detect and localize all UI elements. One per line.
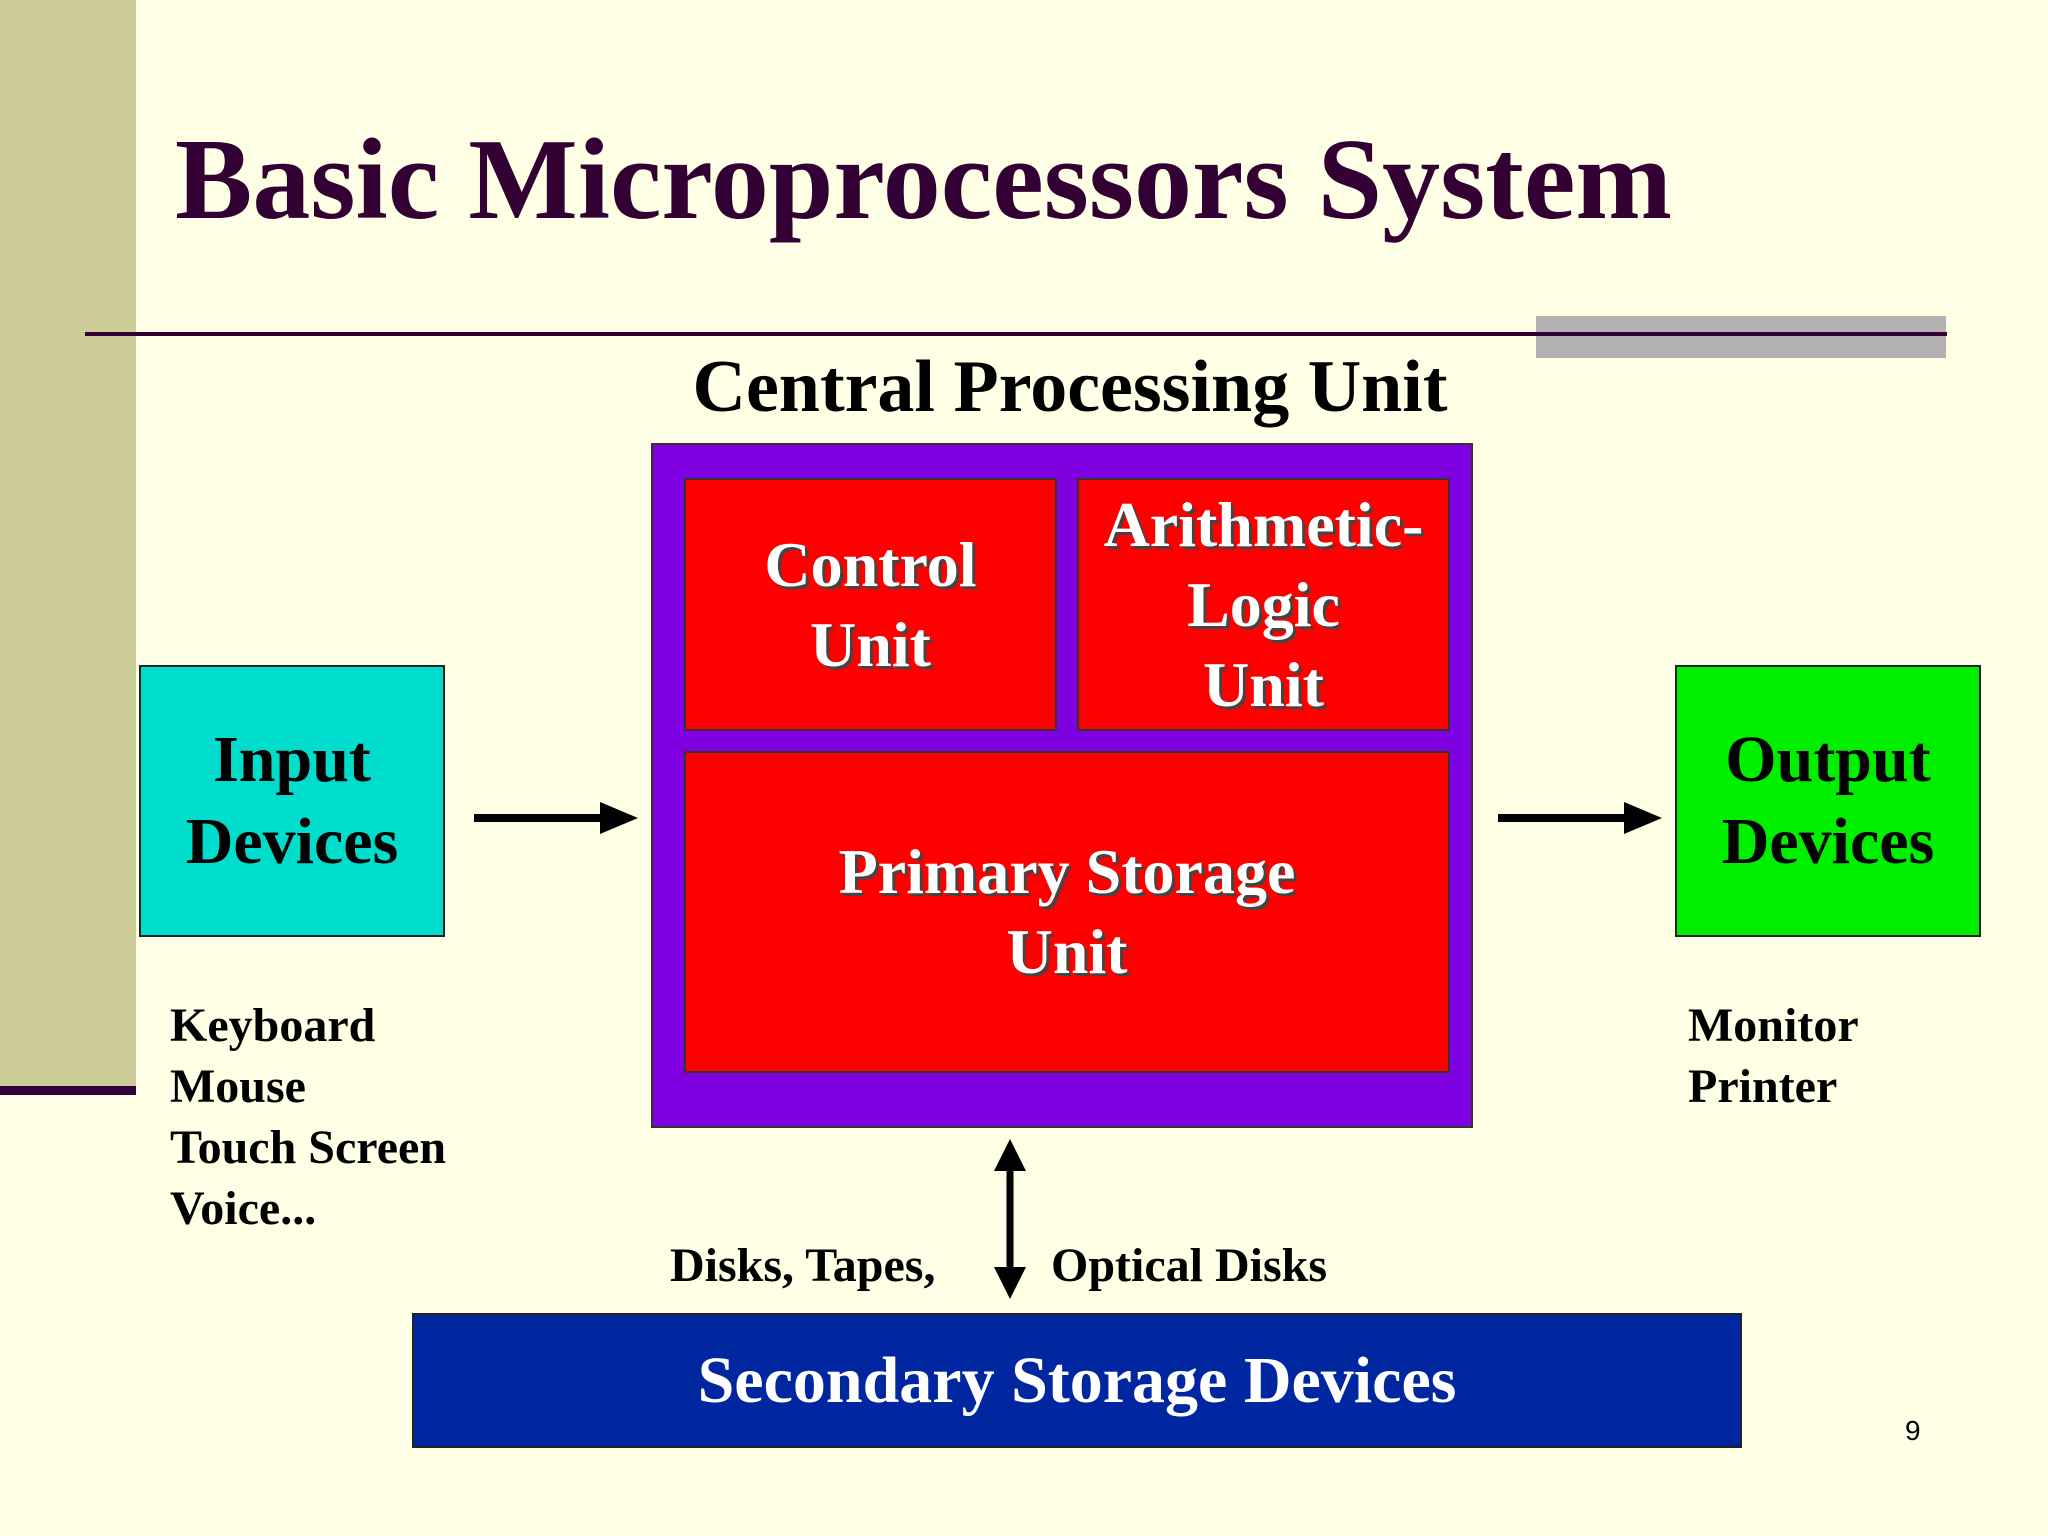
input-example-item: Touch Screen [170, 1121, 447, 1174]
output-devices-label-line: Output [1725, 722, 1931, 796]
title-rule [85, 332, 1947, 336]
control-unit-label-line: Unit [810, 608, 931, 680]
cpu-label: Central Processing Unit [692, 346, 1448, 428]
input-example-item: Mouse [170, 1060, 306, 1113]
arrow-up-down-icon [994, 1139, 1026, 1299]
alu-label-line: Logic [1187, 568, 1340, 640]
secondary-storage-box: Secondary Storage Devices [412, 1313, 1742, 1448]
alu-label-line: Unit [1203, 648, 1324, 720]
alu-label-line: Arithmetic- [1103, 488, 1424, 560]
arrow-right-icon [1498, 802, 1662, 834]
output-example-item: Printer [1688, 1060, 1838, 1113]
input-devices-label-line: Input [213, 722, 371, 796]
alu-box: Arithmetic- Logic Unit [1077, 478, 1450, 731]
control-unit-box: Control Unit [684, 478, 1057, 731]
title-accent-bar [1536, 316, 1946, 358]
secondary-storage-label: Secondary Storage Devices [697, 1343, 1457, 1417]
secondary-caption-right: Optical Disks [1051, 1239, 1328, 1292]
input-devices-box: Input Devices [139, 665, 445, 937]
primary-storage-box: Primary Storage Unit [684, 751, 1450, 1073]
control-unit-label-line: Control [764, 528, 977, 600]
input-example-item: Voice... [170, 1182, 317, 1235]
input-devices-label-line: Devices [185, 805, 399, 878]
output-devices-label-line: Devices [1721, 805, 1935, 878]
input-examples-list: Keyboard Mouse Touch Screen Voice... [170, 995, 446, 1239]
slide-sidebar [0, 0, 136, 1086]
output-example-item: Monitor [1688, 999, 1859, 1052]
input-example-item: Keyboard [170, 999, 376, 1052]
primary-storage-label-line: Unit [1006, 916, 1128, 987]
output-examples-list: Monitor Printer [1688, 995, 1859, 1117]
sidebar-underline [0, 1086, 136, 1095]
title-rule-accent [1536, 332, 1947, 336]
primary-storage-label-line: Primary Storage [838, 836, 1296, 907]
slide-title: Basic Microprocessors System [175, 116, 1673, 244]
arrow-right-icon [474, 802, 638, 834]
page-number: 9 [1905, 1415, 1921, 1446]
output-devices-box: Output Devices [1675, 665, 1981, 937]
secondary-caption-left: Disks, Tapes, [670, 1239, 936, 1292]
